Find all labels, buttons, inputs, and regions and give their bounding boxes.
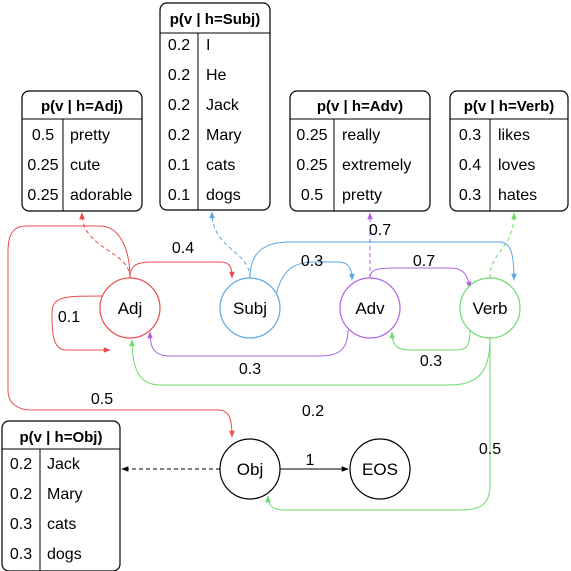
state-label: Adj: [118, 299, 143, 318]
state-eos: EOS: [349, 438, 411, 500]
table-word: hates: [498, 187, 537, 204]
edge-subj-verb: [249, 241, 517, 281]
emission-table-verb: p(v | h=Verb) 0.3 likes 0.4 loves 0.3 ha…: [449, 90, 569, 212]
edge-label-verb-obj: 0.5: [479, 441, 501, 458]
table-prob: 0.3: [459, 187, 481, 204]
table-title: p(v | h=Verb): [464, 98, 554, 115]
table-prob: 0.2: [168, 127, 190, 144]
emission-table-obj: p(v | h=Obj) 0.2 Jack 0.2 Mary 0.3 cats …: [1, 420, 121, 571]
state-label: Adv: [355, 299, 385, 318]
state-verb: Verb: [459, 277, 521, 339]
emission-arrow-verb: [489, 212, 517, 279]
edge-label-obj-eos: 1: [306, 452, 315, 469]
table-word: likes: [498, 127, 530, 144]
edge-verb-obj: [265, 338, 491, 511]
table-word: cute: [70, 157, 100, 174]
table-prob: 0.2: [168, 67, 190, 84]
table-word: loves: [498, 157, 535, 174]
edge-subj-adv: [273, 261, 355, 307]
edge-label-adv-verb: 0.7: [413, 253, 435, 270]
edge-label-verb-adj: 0.2: [302, 403, 324, 420]
table-word: cats: [47, 516, 76, 533]
state-label: Verb: [473, 299, 508, 318]
emission-table-adv: p(v | h=Adv) 0.25 really 0.25 extremely …: [289, 90, 431, 212]
table-title: p(v | h=Adj): [41, 98, 123, 115]
emission-arrow-adj: [79, 212, 131, 279]
table-prob: 0.25: [27, 157, 58, 174]
edge-label-adj-subj: 0.4: [172, 240, 194, 257]
edge-adj-self: [51, 295, 111, 353]
table-word: Jack: [47, 456, 81, 473]
table-word: cats: [206, 157, 235, 174]
edge-adj-obj: [7, 225, 235, 438]
emission-arrow-subj: [209, 211, 251, 279]
state-adj: Adj: [99, 277, 161, 339]
table-word: pretty: [342, 187, 382, 204]
table-prob: 0.4: [459, 157, 481, 174]
edge-label-subj-verb: 0.7: [369, 222, 391, 239]
state-subj: Subj: [219, 277, 281, 339]
table-prob: 0.2: [168, 37, 190, 54]
edge-adv-verb: [369, 267, 472, 289]
edge-verb-adv: [389, 329, 471, 351]
table-prob: 0.2: [10, 456, 32, 473]
table-prob: 0.1: [168, 187, 190, 204]
table-prob: 0.5: [301, 187, 323, 204]
edge-adv-adj: [147, 329, 349, 357]
edge-label-adv-adj: 0.3: [239, 361, 261, 378]
edge-adj-subj: [129, 261, 235, 279]
edge-label-subj-adv: 0.3: [301, 253, 323, 270]
table-prob: 0.25: [296, 127, 327, 144]
state-obj: Obj: [219, 438, 281, 500]
table-title: p(v | h=Obj): [20, 429, 103, 446]
table-title: p(v | h=Subj): [170, 11, 260, 28]
state-label: EOS: [362, 460, 398, 479]
table-prob: 0.2: [168, 97, 190, 114]
table-word: really: [342, 127, 380, 144]
table-word: Mary: [47, 486, 83, 503]
table-word: pretty: [70, 127, 110, 144]
table-prob: 0.25: [296, 157, 327, 174]
edge-label-adj-obj: 0.5: [91, 391, 113, 408]
state-label: Subj: [233, 299, 267, 318]
table-word: Mary: [206, 127, 242, 144]
table-word: I: [206, 37, 210, 54]
table-word: dogs: [206, 187, 241, 204]
state-label: Obj: [237, 460, 263, 479]
state-adv: Adv: [339, 277, 401, 339]
table-word: Jack: [206, 97, 240, 114]
table-word: adorable: [70, 187, 132, 204]
table-prob: 0.3: [10, 516, 32, 533]
table-prob: 0.5: [32, 127, 54, 144]
table-prob: 0.25: [27, 187, 58, 204]
table-prob: 0.2: [10, 486, 32, 503]
edge-verb-adj: [129, 337, 491, 386]
emission-table-subj: p(v | h=Subj) 0.2 I 0.2 He 0.2 Jack 0.2 …: [159, 2, 271, 211]
table-title: p(v | h=Adv): [317, 98, 403, 115]
table-word: extremely: [342, 157, 411, 174]
emission-table-adj: p(v | h=Adj) 0.5 pretty 0.25 cute 0.25 a…: [21, 90, 143, 212]
edge-label-verb-adv: 0.3: [420, 353, 442, 370]
table-prob: 0.3: [459, 127, 481, 144]
edge-label-adj-self: 0.1: [58, 309, 80, 326]
table-prob: 0.1: [168, 157, 190, 174]
table-word: He: [206, 67, 227, 84]
table-prob: 0.3: [10, 546, 32, 563]
table-word: dogs: [47, 546, 82, 563]
